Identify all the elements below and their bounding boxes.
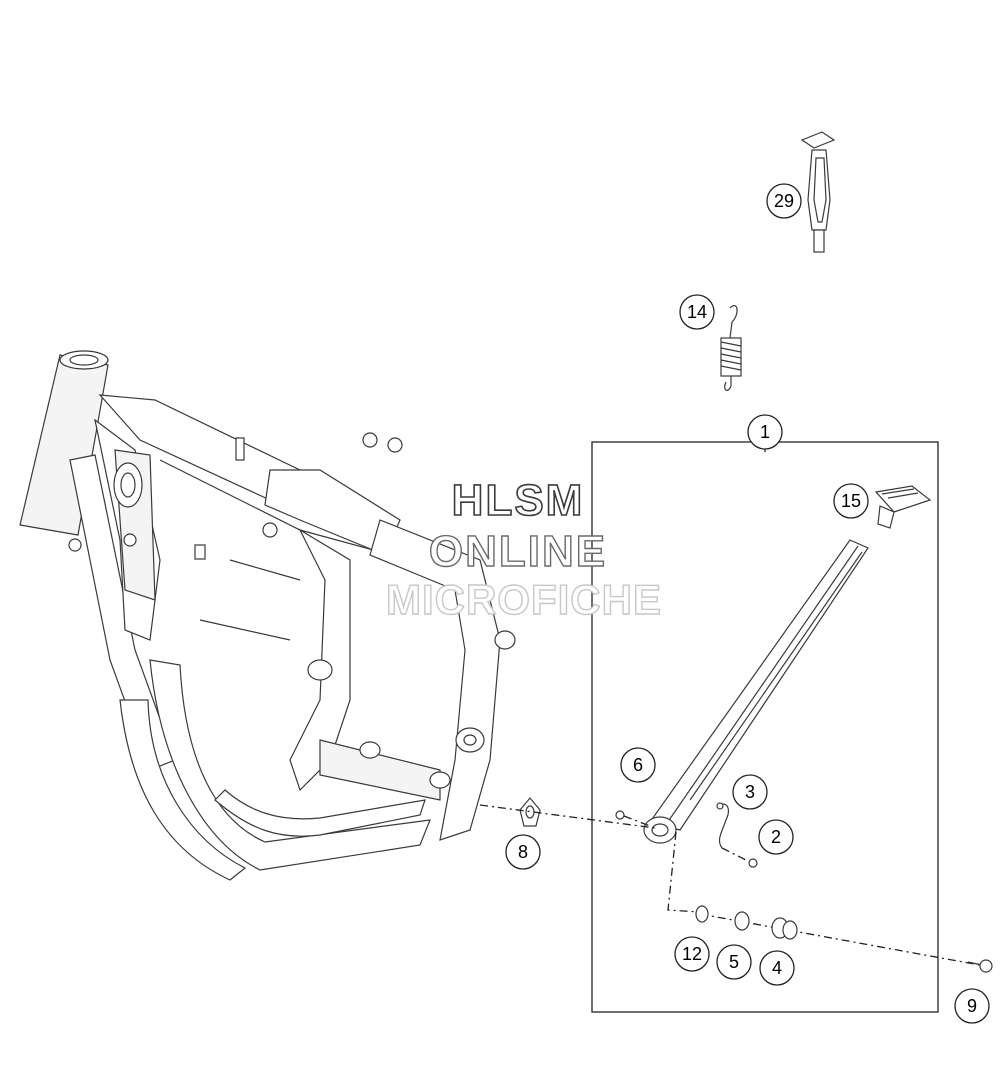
callout-label: 6: [633, 755, 643, 775]
callout-6: 6: [620, 747, 656, 783]
callout-9: 9: [954, 988, 990, 1024]
callout-2: 2: [758, 819, 794, 855]
side-stand-leg: [643, 539, 869, 844]
callout-label: 8: [518, 842, 528, 862]
callout-14: 14: [679, 294, 715, 330]
callout-label: 15: [841, 491, 861, 511]
callout-label: 12: [682, 944, 702, 964]
screw-part-2: [721, 847, 758, 868]
callout-label: 4: [772, 958, 782, 978]
motorcycle-frame: [19, 350, 516, 881]
callout-label: 9: [967, 996, 977, 1016]
steering-head: [19, 350, 109, 536]
callout-4: 4: [759, 950, 795, 986]
callout-label: 5: [729, 952, 739, 972]
callout-label: 14: [687, 302, 707, 322]
nut-part-8: [519, 797, 541, 827]
tool-part-29: [800, 131, 836, 253]
watermark-line-1: HLSM: [452, 476, 585, 525]
watermark-line-2: ONLINE: [429, 527, 607, 576]
callout-15: 15: [833, 483, 869, 519]
bolt-part-9: [967, 959, 993, 973]
callout-5: 5: [716, 944, 752, 980]
callout-label: 1: [760, 422, 770, 442]
callout-label: 3: [745, 782, 755, 802]
callout-29: 29: [766, 183, 802, 219]
callout-label: 29: [774, 191, 794, 211]
callout-12: 12: [674, 936, 710, 972]
callout-1: 1: [747, 414, 783, 450]
spring-part-14: [720, 305, 742, 391]
stand-foot-part-15: [874, 485, 932, 529]
washer-part-5: [734, 911, 750, 931]
o-ring-part-12: [695, 905, 709, 923]
bushing-part-4: [771, 917, 798, 940]
spring-hook-part-3: [716, 802, 730, 849]
callout-3: 3: [732, 774, 768, 810]
screw-part-6: [615, 810, 651, 827]
watermark-line-3: MICROFICHE: [386, 576, 662, 623]
callout-label: 2: [771, 827, 781, 847]
callout-8: 8: [505, 834, 541, 870]
watermark: HLSM ONLINE MICROFICHE: [385, 475, 662, 624]
